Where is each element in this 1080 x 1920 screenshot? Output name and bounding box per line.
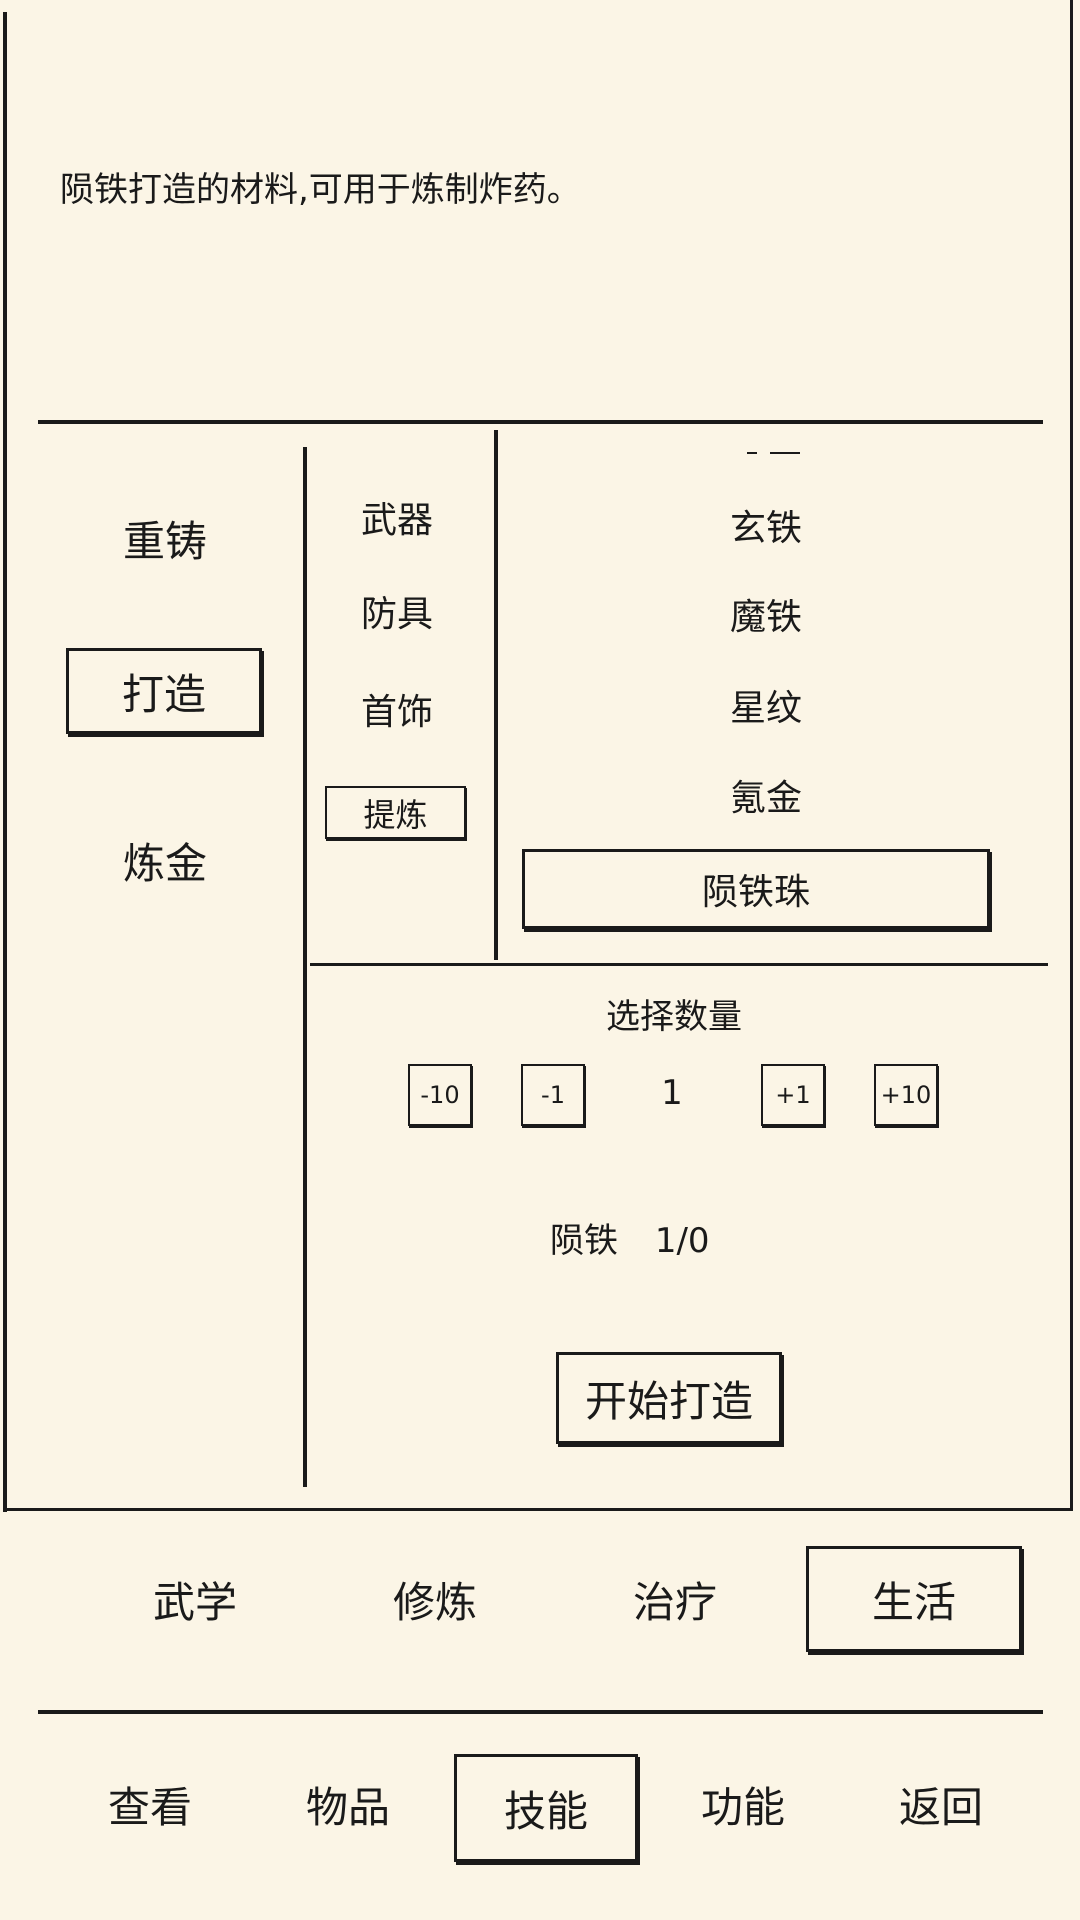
plus-1-button[interactable]: +1 — [761, 1064, 825, 1126]
menu-recast[interactable]: 重铸 — [122, 517, 208, 566]
frame-left-border — [3, 12, 7, 1512]
nav-skills[interactable]: 技能 — [454, 1754, 638, 1862]
nav-back[interactable]: 返回 — [898, 1783, 984, 1832]
tab-life[interactable]: 生活 — [806, 1546, 1022, 1652]
menu-alchemy[interactable]: 炼金 — [122, 839, 208, 888]
tab-martial-arts[interactable]: 武学 — [152, 1578, 238, 1627]
menu-forge-label: 打造 — [121, 669, 206, 719]
category-column-divider — [494, 430, 498, 960]
material-item[interactable]: 魔铁 — [729, 597, 803, 638]
frame-bottom-border — [3, 1508, 1073, 1511]
item-description: 陨铁打造的材料,可用于炼制炸药。 — [60, 170, 581, 210]
description-divider — [38, 420, 1043, 424]
minus-1-label: -1 — [541, 1081, 565, 1109]
quantity-divider — [310, 963, 1048, 966]
tab-cultivation[interactable]: 修炼 — [392, 1578, 478, 1627]
plus-10-label: +10 — [880, 1081, 932, 1109]
minus-10-label: -10 — [420, 1081, 460, 1109]
tab-life-label: 生活 — [871, 1577, 956, 1627]
menu-forge[interactable]: 打造 — [66, 648, 262, 734]
plus-1-label: +1 — [775, 1081, 811, 1109]
requirement-count: 1/0 — [654, 1221, 710, 1261]
nav-items[interactable]: 物品 — [305, 1783, 391, 1832]
category-armor[interactable]: 防具 — [360, 594, 434, 635]
start-forge-button[interactable]: 开始打造 — [556, 1352, 782, 1444]
start-forge-label: 开始打造 — [584, 1376, 753, 1426]
category-accessory[interactable]: 首饰 — [360, 692, 434, 733]
nav-view[interactable]: 查看 — [107, 1783, 193, 1832]
minus-10-button[interactable]: -10 — [408, 1064, 472, 1126]
material-item-selected[interactable]: 陨铁珠 — [522, 849, 990, 929]
nav-skills-label: 技能 — [503, 1786, 588, 1836]
quantity-title: 选择数量 — [606, 997, 742, 1037]
minus-1-button[interactable]: -1 — [521, 1064, 585, 1126]
plus-10-button[interactable]: +10 — [874, 1064, 938, 1126]
material-item[interactable]: 氪金 — [729, 778, 803, 819]
list-scroll-remnant — [747, 452, 757, 454]
requirement-row: 陨铁 1/0 — [550, 1224, 710, 1258]
category-refine-label: 提炼 — [363, 795, 428, 834]
material-item[interactable]: 玄铁 — [729, 508, 803, 549]
material-item-selected-label: 陨铁珠 — [701, 872, 810, 913]
tab-healing[interactable]: 治疗 — [632, 1578, 718, 1627]
frame-right-border — [1070, 0, 1073, 1510]
list-scroll-remnant — [770, 452, 800, 454]
left-column-divider — [303, 447, 307, 1487]
nav-functions[interactable]: 功能 — [700, 1783, 786, 1832]
category-refine[interactable]: 提炼 — [325, 786, 466, 839]
material-item[interactable]: 星纹 — [729, 688, 803, 729]
category-weapon[interactable]: 武器 — [360, 500, 434, 541]
requirement-name: 陨铁 — [550, 1221, 618, 1261]
quantity-value: 1 — [661, 1073, 683, 1113]
bottom-nav-divider — [38, 1710, 1043, 1714]
